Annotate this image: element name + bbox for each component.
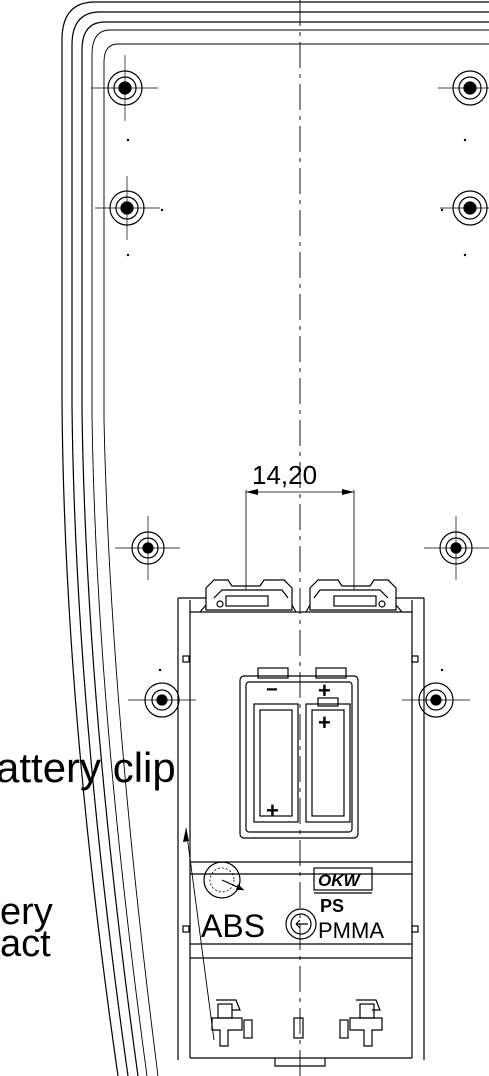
bottom-clip-left	[211, 999, 253, 1047]
screw-boss-top-left	[92, 55, 158, 121]
screw-boss-upper-left	[95, 176, 160, 240]
housing-outline	[61, 1, 489, 1076]
okw-brand-mark: OKW	[318, 871, 362, 890]
material-ps: PS	[320, 896, 344, 916]
polarity-minus: −	[266, 679, 278, 701]
screw-boss-mid-left	[115, 516, 180, 580]
dimension-value: 14,20	[252, 460, 317, 490]
screw-boss-lower-left	[128, 682, 196, 718]
screw-boss-mid-right	[424, 516, 489, 580]
screw-boss-top-right	[438, 70, 489, 106]
screw-boss-upper-right	[440, 190, 489, 226]
polarity-plus-bottom: +	[266, 798, 279, 823]
date-wheel-icon	[203, 861, 245, 899]
polarity-plus-inner: +	[318, 710, 331, 735]
okw-logo-box	[313, 867, 373, 891]
material-pmma: PMMA	[318, 918, 384, 943]
recycle-symbol-icon	[285, 908, 317, 940]
reference-dots	[126, 138, 467, 672]
bottom-center-slot	[293, 1017, 304, 1039]
battery-compartment	[177, 597, 425, 1067]
battery-contact-callout-line1: ery	[0, 891, 53, 933]
polarity-plus-top: +	[318, 678, 331, 703]
screw-boss-lower-right	[402, 682, 470, 718]
callout-leader	[185, 827, 215, 1041]
dimension-14-20	[245, 489, 355, 590]
battery-contact-callout-line2: act	[0, 923, 51, 965]
top-clip-right	[305, 579, 403, 613]
battery-pack	[239, 667, 359, 839]
material-abs: ABS	[201, 908, 265, 944]
bottom-clip-right	[339, 999, 383, 1047]
top-clip-left	[199, 579, 297, 613]
battery-clip-callout: attery clip	[0, 744, 176, 791]
